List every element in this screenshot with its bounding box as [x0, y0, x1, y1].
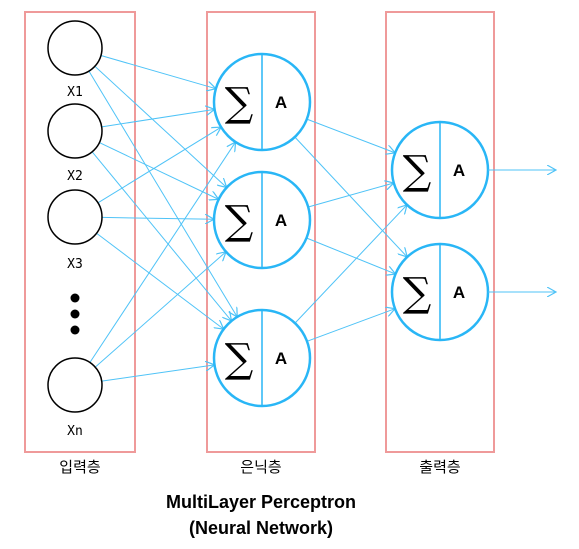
connection-hidden2-output1: [308, 183, 394, 208]
output-neuron-2: ∑ A: [390, 242, 490, 342]
connection-input1-hidden1: [100, 55, 216, 88]
sum-icon: ∑: [225, 198, 254, 244]
connection-hidden1-output2: [294, 136, 407, 257]
input-node-xn: Xn: [47, 357, 103, 439]
input-node-x3: X3: [47, 189, 103, 272]
connection-hidden3-output1: [294, 205, 407, 324]
sum-icon: ∑: [225, 336, 254, 382]
hidden-neuron-2: ∑ A: [212, 170, 312, 270]
diagram-subtitle: (Neural Network): [189, 518, 333, 538]
connection-input2-hidden3: [91, 151, 231, 321]
input-label-xn: Xn: [67, 424, 83, 439]
activation-label: A: [275, 211, 287, 230]
connection-hidden2-output2: [306, 237, 395, 274]
connection-input3-hidden1: [97, 127, 221, 204]
input-node-x1: X1: [47, 20, 103, 100]
output-layer-box: [385, 11, 495, 453]
vertical-dots-icon: [70, 293, 80, 335]
connection-input1-hidden3: [88, 70, 237, 317]
connection-input3-hidden2: [101, 217, 214, 219]
hidden-neuron-1: ∑ A: [212, 52, 312, 152]
output-layer-label: 출력층: [419, 458, 460, 476]
sum-icon: ∑: [225, 80, 254, 126]
input-node-x2: X2: [47, 103, 103, 184]
sum-icon: ∑: [403, 148, 432, 194]
connection-input2-hidden1: [101, 109, 215, 128]
output-neuron-1: ∑ A: [390, 120, 490, 220]
connections: [88, 55, 407, 382]
hidden-layer-box: [206, 11, 316, 453]
activation-label: A: [453, 283, 465, 302]
connection-input2-hidden2: [99, 142, 218, 200]
connection-input4-hidden3: [101, 365, 215, 382]
connection-input3-hidden3: [96, 232, 224, 329]
connection-hidden3-output2: [306, 309, 395, 342]
activation-label: A: [275, 93, 287, 112]
sum-icon: ∑: [403, 270, 432, 316]
input-layer-box: [24, 11, 136, 453]
connection-hidden1-output1: [306, 118, 395, 153]
input-label-x3: X3: [67, 257, 83, 272]
input-label-x2: X2: [67, 169, 83, 184]
connection-input4-hidden2: [94, 252, 226, 368]
input-label-x1: X1: [67, 85, 83, 100]
hidden-neuron-3: ∑ A: [212, 308, 312, 408]
hidden-layer-label: 은닉층: [240, 458, 281, 476]
activation-label: A: [453, 161, 465, 180]
activation-label: A: [275, 349, 287, 368]
diagram-title: MultiLayer Perceptron: [166, 492, 356, 512]
input-layer-label: 입력층: [59, 458, 100, 476]
connection-input1-hidden2: [94, 65, 227, 187]
connection-input4-hidden1: [89, 142, 236, 363]
